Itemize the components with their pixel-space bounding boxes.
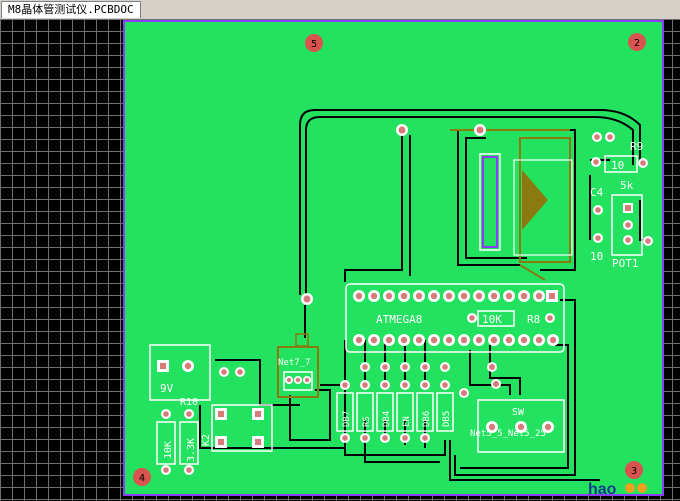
svg-text:DB5: DB5 [442, 411, 452, 427]
mount-hole-4: 4 [133, 468, 151, 486]
svg-text:C4: C4 [590, 186, 604, 199]
svg-text:Net5_5_Net5_25: Net5_5_Net5_25 [470, 429, 546, 439]
svg-text:DB4: DB4 [382, 411, 392, 427]
svg-text:R8: R8 [527, 313, 540, 326]
svg-text:DB7: DB7 [342, 411, 352, 427]
battery-9v-component: 9V R10 [149, 344, 245, 408]
svg-text:5k: 5k [620, 179, 634, 192]
svg-text:R10: R10 [180, 397, 198, 408]
watermark-logo: hao [588, 481, 647, 498]
mount-hole-3: 3 [625, 461, 643, 479]
board-outline [123, 20, 664, 496]
svg-text:ATMEGA8: ATMEGA8 [376, 313, 422, 326]
svg-text:5: 5 [311, 39, 317, 50]
svg-text:10K: 10K [482, 313, 502, 326]
svg-text:2: 2 [634, 38, 640, 49]
c4-component: C4 10 [590, 186, 604, 263]
svg-text:Net7_7: Net7_7 [278, 358, 311, 368]
svg-text:9V: 9V [160, 382, 174, 395]
svg-text:SW: SW [512, 407, 525, 418]
mount-hole-2: 2 [628, 33, 646, 51]
mount-holes: 5 2 4 3 [133, 33, 646, 486]
svg-text:K2: K2 [201, 434, 212, 446]
svg-text:hao: hao [588, 481, 617, 498]
svg-text:10K: 10K [163, 441, 174, 459]
svg-text:3: 3 [631, 466, 637, 477]
net7-component: Net7_7 [277, 333, 319, 398]
svg-text:10: 10 [611, 159, 624, 172]
svg-text:3.3K: 3.3K [186, 438, 197, 462]
svg-text:EN: EN [402, 416, 412, 427]
vias [301, 124, 501, 398]
lcd-line-resistors: DB7 RS DB4 EN DB6 DB5 [336, 362, 454, 443]
svg-text:POT1: POT1 [612, 257, 639, 270]
atmega8-top-pins [353, 290, 558, 302]
document-tab[interactable]: M8晶体管测试仪.PCBDOC [1, 1, 141, 18]
atmega8-bottom-pins [353, 334, 559, 346]
svg-text:10: 10 [590, 250, 603, 263]
svg-text:RS: RS [362, 416, 372, 427]
pot1-component: 5k POT1 [611, 179, 653, 270]
mount-hole-5: 5 [305, 34, 323, 52]
document-tab-bar: M8晶体管测试仪.PCBDOC [0, 0, 680, 20]
k2-switch: K2 [201, 404, 273, 452]
r10-resistors: 10K 3.3K [156, 409, 199, 475]
lcd-connector-footprint [450, 129, 573, 281]
atmega8-component: ATMEGA8 10K R8 [345, 283, 565, 353]
svg-text:4: 4 [139, 473, 145, 484]
svg-text:R9: R9 [630, 140, 643, 153]
r9-component: R9 10 [591, 132, 648, 173]
sw-transistor-block: SW Net5_5_Net5_25 [470, 399, 565, 453]
svg-text:DB6: DB6 [422, 411, 432, 427]
